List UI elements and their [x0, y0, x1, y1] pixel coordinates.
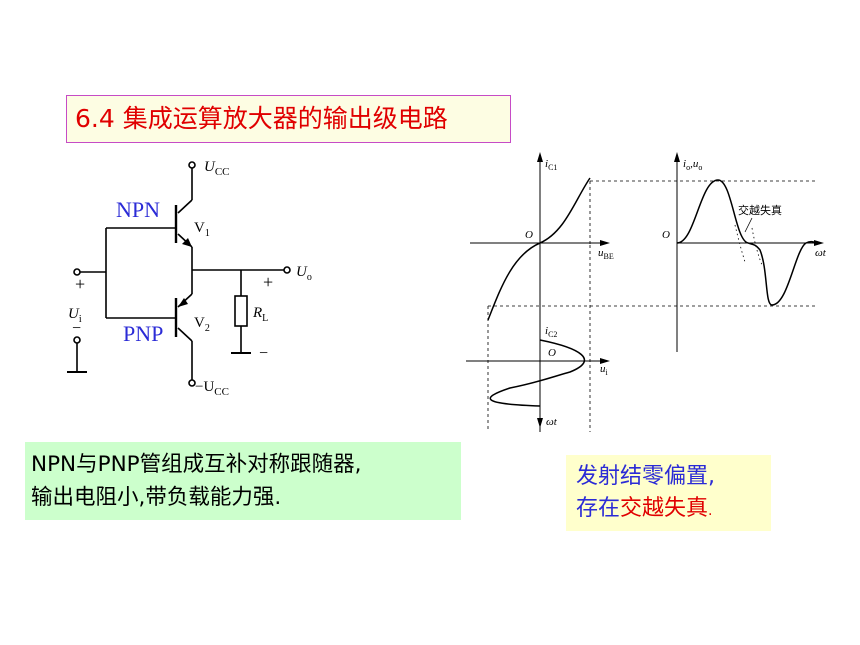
uo-label: Uo	[296, 264, 312, 283]
ic2-label: iC2	[545, 325, 557, 339]
ic1-label: iC1	[545, 158, 557, 172]
ube-label: uBE	[598, 247, 614, 261]
pnp-label: PNP	[123, 321, 163, 346]
v1-label: V1	[194, 220, 210, 239]
origin-label-2: O	[548, 347, 556, 359]
complementary-follower-note: NPN与PNP管组成互补对称跟随器, 输出电阻小,带负载能力强.	[25, 442, 461, 520]
origin-label-3: O	[662, 229, 670, 241]
ui-label: Ui	[68, 306, 82, 325]
ui-graph-label: ui	[600, 363, 609, 377]
npn-emitter-arrow	[182, 238, 192, 247]
yellow-note-line-1: 发射结零偏置,	[576, 464, 715, 489]
vee-label: −UCC	[195, 379, 229, 398]
load-resistor	[234, 295, 248, 327]
omega-t-label-2: ωt	[815, 247, 827, 259]
transfer-characteristic-graph	[466, 152, 818, 432]
vee-terminal	[188, 379, 196, 387]
vcc-terminal	[188, 161, 196, 169]
circuit-diagram	[67, 161, 291, 387]
input-plus-sign: +	[75, 274, 85, 294]
origin-label-1: O	[525, 229, 533, 241]
green-note-line-1: NPN与PNP管组成互补对称跟随器,	[31, 452, 362, 477]
yellow-note-pre: 存在	[576, 496, 621, 521]
crossover-label: 交越失真	[738, 203, 782, 217]
io-uo-label: io,uo	[683, 158, 702, 172]
output-minus-sign: −	[259, 345, 268, 362]
yellow-note-line-2: 存在交越失真.	[576, 493, 771, 527]
page-title: 6.4 集成运算放大器的输出级电路	[66, 95, 511, 143]
vcc-label: UCC	[204, 159, 230, 178]
output-plus-sign: +	[263, 272, 273, 292]
green-note-line-2: 输出电阻小,带负载能力强.	[31, 485, 282, 510]
yellow-note-highlight: 交越失真	[620, 496, 709, 521]
pnp-emitter-arrow	[178, 298, 188, 307]
crossover-distortion-note: 发射结零偏置, 存在交越失真.	[566, 455, 771, 531]
omega-t-label-1: ωt	[546, 416, 558, 428]
yellow-note-period: .	[708, 503, 713, 519]
npn-label: NPN	[116, 197, 160, 222]
output-waveform-graph	[674, 152, 824, 352]
input-ground-terminal	[73, 336, 81, 344]
output-terminal	[283, 266, 291, 274]
v2-label: V2	[194, 315, 210, 334]
input-minus-sign: −	[72, 320, 81, 337]
rl-label: RL	[252, 305, 268, 324]
